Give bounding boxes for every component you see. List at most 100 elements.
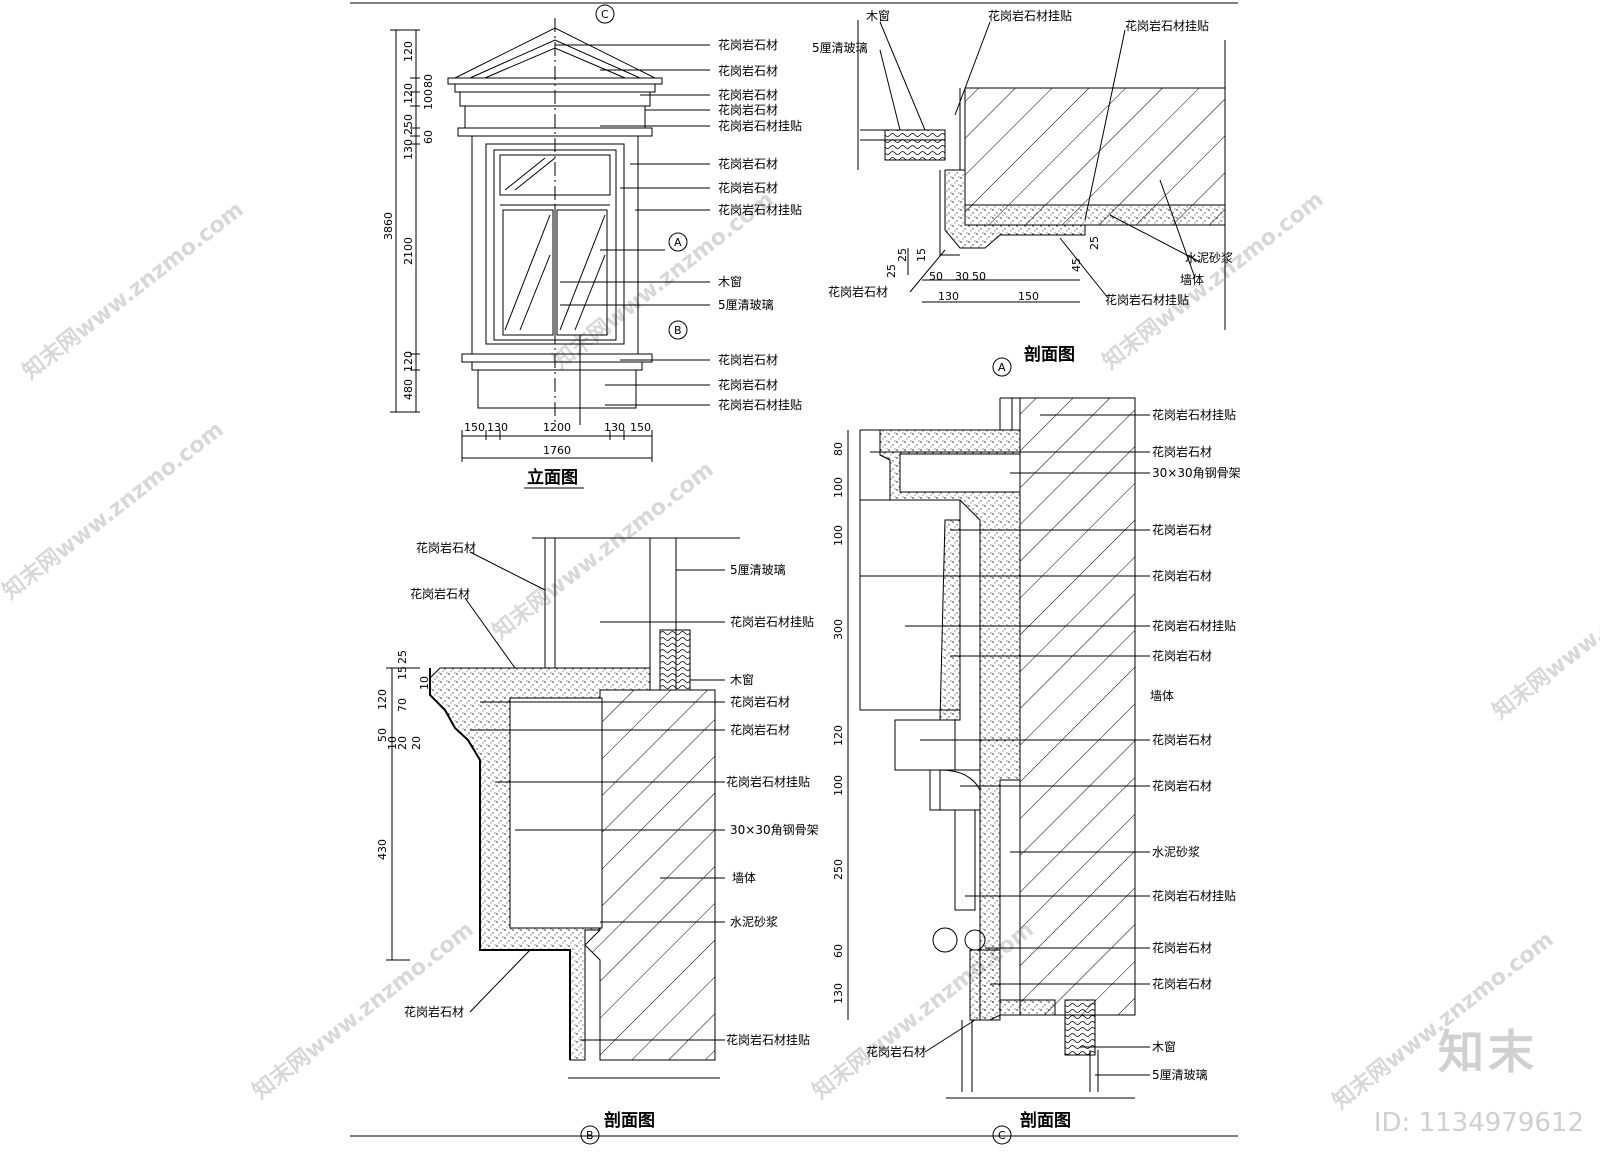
sec-c-label: 5厘清玻璃 [1152,1068,1208,1082]
dim-text: 130 [832,983,845,1004]
dim-text: 300 [832,619,845,640]
dim-text: 1760 [543,444,571,457]
elev-label: 花岗岩石材 [718,87,778,102]
marker-text: B [586,1129,594,1142]
sec-a-label: 花岗岩石材挂贴 [988,8,1072,23]
elev-label: 花岗岩石材挂贴 [718,397,802,412]
sec-b-label: 5厘清玻璃 [730,563,786,577]
dim-text: 250 [832,859,845,880]
marker-text: C [998,1129,1006,1142]
sec-b-label: 花岗岩石材挂贴 [730,614,814,629]
watermark-text: 知末网www.znzmo.com [0,416,229,604]
sec-b-label: 花岗岩石材 [730,722,790,737]
sec-b-label: 花岗岩石材 [730,694,790,709]
dim-text: 130 [487,421,508,434]
sec-a-label: 花岗岩石材 [828,284,888,299]
watermark-text: 知末网www.znzmo.com [18,196,249,384]
sec-b-label: 30×30角钢骨架 [730,823,819,837]
dim-text: 130 [938,290,959,303]
dim-text: 120 [402,351,415,372]
sec-b-label: 墙体 [732,871,756,885]
elev-label: 木窗 [718,275,742,289]
section-a-view [857,20,1226,377]
marker-text: A [674,236,682,249]
elev-label: 花岗岩石材 [718,102,778,117]
sec-b-label: 花岗岩石材 [410,586,470,601]
sec-a-label: 墙体 [1180,273,1204,287]
sec-c-label: 花岗岩石材 [1152,732,1212,747]
section-b-view [386,537,740,1145]
marker-text: B [674,324,682,337]
dim-text: 25 [885,264,898,278]
elev-label: 花岗岩石材挂贴 [718,118,802,133]
sec-c-label: 墙体 [1150,689,1174,703]
dim-text: 10 [418,676,431,690]
sec-c-label: 花岗岩石材 [1152,976,1212,991]
sec-b-label: 花岗岩石材挂贴 [726,774,810,789]
elev-label: 花岗岩石材 [718,180,778,195]
elev-label: 5厘清玻璃 [718,298,774,312]
sec-b-label: 水泥砂浆 [730,914,778,929]
dim-text: 20 [396,736,409,750]
sec-c-label: 花岗岩石材 [1152,648,1212,663]
dim-text: 250 [402,114,415,135]
section-a-text: 木窗 花岗岩石材挂贴 花岗岩石材挂贴 5厘清玻璃 水泥砂浆 墙体 花岗岩石材 花… [812,8,1233,374]
dim-text: 20 [410,736,423,750]
elevation-text: 花岗岩石材 花岗岩石材 花岗岩石材 花岗岩石材 花岗岩石材挂贴 花岗岩石材 花岗… [382,8,802,489]
dim-text: 15 [915,248,928,262]
dim-text: 1200 [543,421,571,434]
elevation-view [390,4,710,462]
dim-text: 150 [1018,290,1039,303]
dim-text: 150 [630,421,651,434]
sec-c-label: 花岗岩石材 [1152,940,1212,955]
section-c-text: 花岗岩石材挂贴 花岗岩石材 30×30角钢骨架 花岗岩石材 花岗岩石材 花岗岩石… [832,407,1241,1142]
sec-a-label: 水泥砂浆 [1185,250,1233,265]
sec-a-label: 5厘清玻璃 [812,41,868,55]
sec-c-label: 花岗岩石材 [866,1044,926,1059]
elev-label: 花岗岩石材 [718,37,778,52]
sec-c-label: 花岗岩石材 [1152,568,1212,583]
sec-c-label: 水泥砂浆 [1152,844,1200,859]
sec-a-label: 花岗岩石材挂贴 [1105,292,1189,307]
dim-text: 120 [832,725,845,746]
sec-c-label: 花岗岩石材挂贴 [1152,618,1236,633]
section-b-title: 剖面图 [604,1110,655,1131]
sec-c-label: 花岗岩石材 [1152,444,1212,459]
dim-text: 50 [929,270,943,283]
dim-text: 25 [896,248,909,262]
dim-text: 120 [402,41,415,62]
elev-label: 花岗岩石材挂贴 [718,202,802,217]
brand-logo: 知末 [1438,1025,1538,1079]
sec-c-label: 花岗岩石材 [1152,522,1212,537]
dim-text: 25 [396,650,409,664]
dim-text: 15 [396,666,409,680]
sec-c-label: 花岗岩石材挂贴 [1152,888,1236,903]
marker-text: C [601,8,609,21]
sec-c-label: 花岗岩石材 [1152,778,1212,793]
dim-text: 120 [402,83,415,104]
sec-b-label: 木窗 [730,673,754,687]
sec-c-label: 30×30角钢骨架 [1152,466,1241,480]
dim-text: 480 [402,379,415,400]
image-id: ID: 1134979612 [1373,1108,1584,1138]
dim-text: 130 [402,139,415,160]
section-c-title: 剖面图 [1020,1110,1071,1131]
elev-label: 花岗岩石材 [718,63,778,78]
elev-label: 花岗岩石材 [718,377,778,392]
dim-text: 430 [376,839,389,860]
dim-text: 80 [422,74,435,88]
dim-text: 3860 [382,212,395,240]
sec-a-label: 木窗 [866,9,890,23]
section-c-view [847,397,1150,1145]
dim-text: 70 [396,698,409,712]
watermark-text: 知末网www.znzmo.com [1488,536,1600,724]
dim-text: 100 [422,89,435,110]
dim-text: 80 [832,442,845,456]
dim-text: 100 [832,775,845,796]
dim-text: 45 [1070,258,1083,272]
dim-text: 100 [832,525,845,546]
watermark-text: 知末网www.znzmo.com [488,456,719,644]
dim-text: 25 [1088,236,1101,250]
dim-text: 50 [376,728,389,742]
